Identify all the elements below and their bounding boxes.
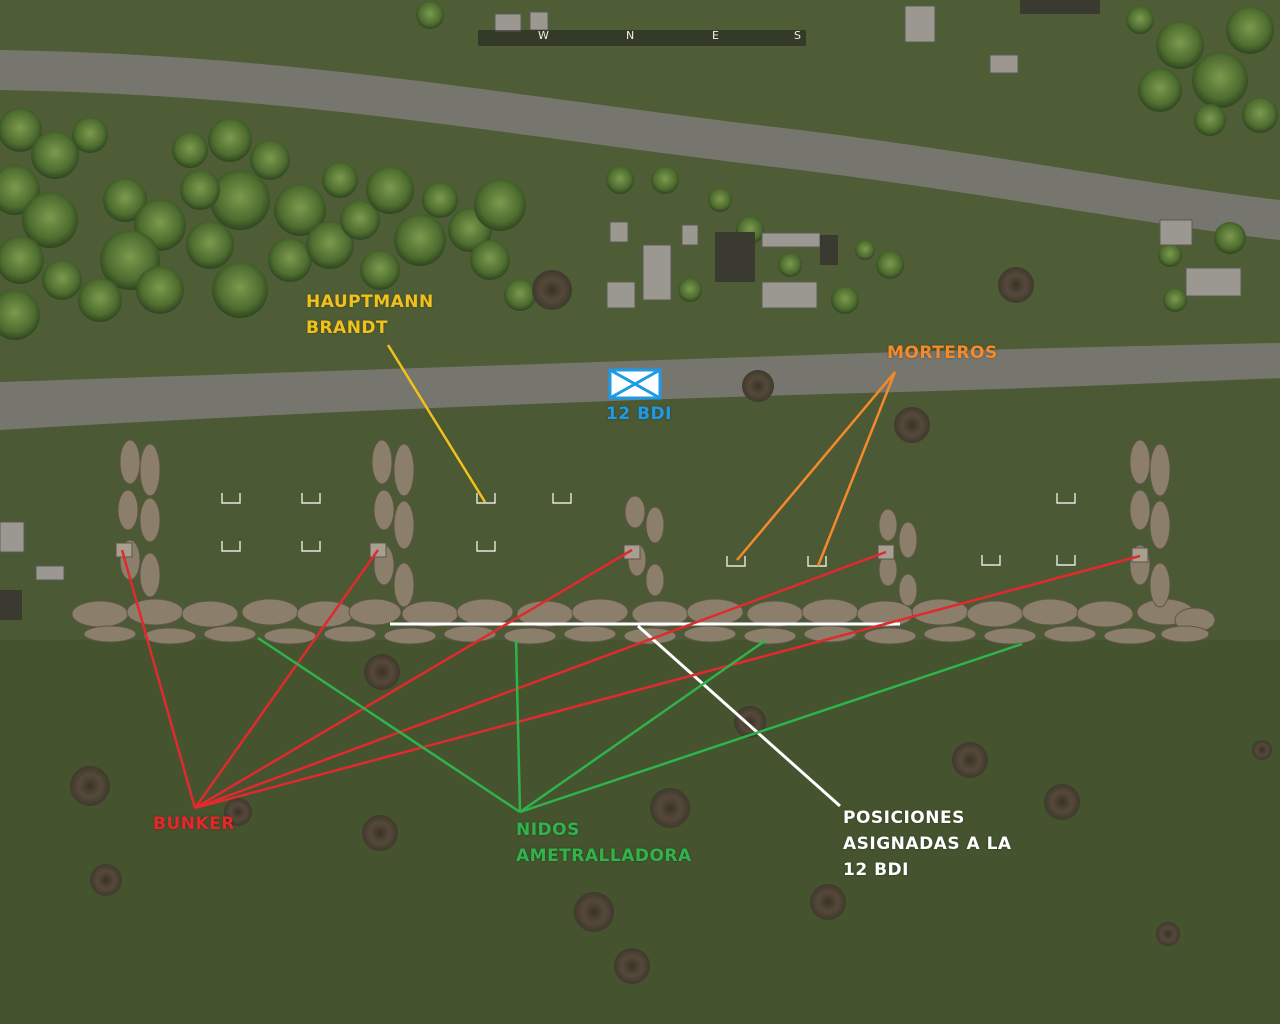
- buildings: [0, 5, 1242, 581]
- label-nidos-ametralladora: NIDOS AMETRALLADORA: [516, 817, 692, 869]
- label-morteros-line1: MORTEROS: [887, 343, 998, 363]
- label-bunker-line1: BUNKER: [153, 814, 235, 834]
- label-posiciones-line2: ASIGNADAS A LA: [843, 834, 1012, 854]
- label-morteros: MORTEROS: [887, 340, 998, 366]
- label-posiciones-line3: 12 BDI: [843, 860, 909, 880]
- compass-west: W: [538, 29, 549, 42]
- assigned-positions-leader: [637, 624, 841, 808]
- label-posiciones-line1: POSICIONES: [843, 808, 965, 828]
- compass-bar: W N E S: [478, 29, 806, 46]
- infantry-unit-symbol: [608, 368, 662, 400]
- compass-south: S: [794, 29, 801, 42]
- foxholes: [221, 493, 1076, 567]
- label-hauptmann-line1: HAUPTMANN: [306, 292, 434, 312]
- trench-horizontal: [71, 598, 1216, 645]
- mortar-leaders: [736, 371, 897, 567]
- label-nidos-line2: AMETRALLADORA: [516, 846, 692, 866]
- label-12-bdi: 12 BDI: [606, 401, 672, 427]
- trench-spurs: [117, 439, 1171, 608]
- label-hauptmann-brandt: HAUPTMANN BRANDT: [306, 289, 434, 341]
- bunker-leaders: [120, 548, 1141, 810]
- mg-nest-leaders: [257, 636, 1023, 814]
- tree-cluster-northeast: [416, 1, 1278, 314]
- hauptmann-leader: [386, 344, 487, 503]
- label-hauptmann-line2: BRANDT: [306, 318, 389, 338]
- compass-north: N: [626, 29, 635, 42]
- label-nidos-line1: NIDOS: [516, 820, 580, 840]
- craters: [70, 267, 1272, 984]
- tree-cluster-west: [0, 108, 536, 340]
- label-bunker: BUNKER: [153, 811, 235, 837]
- road-north: [0, 50, 1280, 240]
- label-12-bdi-text: 12 BDI: [606, 404, 672, 424]
- sheds: [0, 0, 1100, 620]
- label-posiciones-asignadas: POSICIONES ASIGNADAS A LA 12 BDI: [843, 805, 1012, 883]
- compass-east: E: [712, 29, 719, 42]
